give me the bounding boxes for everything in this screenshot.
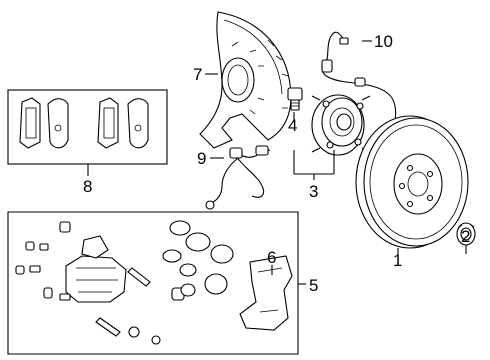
callout-6: 6 [267, 248, 276, 267]
leader-lines [87, 40, 467, 285]
callout-2: 2 [461, 227, 470, 246]
caliper-kit [7, 211, 299, 355]
callout-10: 10 [374, 32, 393, 51]
dust-shield [199, 11, 292, 149]
pad-kit [7, 89, 168, 165]
hub-bearing [311, 94, 371, 156]
callout-1: 1 [393, 251, 402, 270]
brake-rotor [355, 115, 469, 249]
callout-7: 7 [193, 65, 202, 84]
callout-3: 3 [309, 182, 318, 201]
callouts: 1 2 3 4 5 6 7 8 9 10 [83, 32, 470, 295]
lug-nut [456, 222, 476, 246]
callout-5: 5 [309, 276, 318, 295]
callout-9: 9 [197, 149, 206, 168]
hub-bolt [287, 87, 303, 111]
callout-8: 8 [83, 177, 92, 196]
brake-hose [205, 145, 271, 210]
callout-4: 4 [288, 116, 297, 135]
